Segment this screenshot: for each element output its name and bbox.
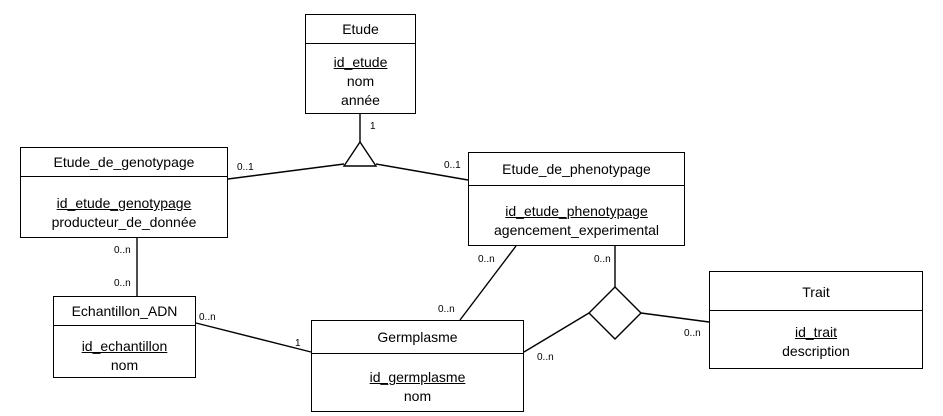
- entity-title: Etude_de_phenotypage: [469, 153, 684, 186]
- primary-key: id_etude_phenotypage: [505, 203, 648, 219]
- entity-title: Echantillon_ADN: [54, 297, 195, 326]
- entity-etude-de-genotypage[interactable]: Etude_de_genotypage id_etude_genotypage …: [20, 147, 228, 238]
- entity-echantillon-adn[interactable]: Echantillon_ADN id_echantillon nom: [53, 296, 196, 378]
- attribute: année: [341, 92, 380, 108]
- entity-title: Etude: [306, 15, 415, 44]
- entity-title: Trait: [710, 272, 922, 311]
- attribute: producteur_de_donnée: [51, 214, 197, 230]
- association-diamond: [588, 286, 642, 340]
- cardinality-genotypage-echantillon: 0..n: [114, 245, 131, 256]
- entity-trait[interactable]: Trait id_trait description: [709, 271, 923, 369]
- cardinality-phenotypage-triangle: 0..1: [444, 160, 461, 171]
- primary-key: id_trait: [794, 324, 838, 340]
- cardinality-germplasme-echantillon: 1: [295, 338, 301, 349]
- cardinality-germplasme-diamond: 0..n: [537, 352, 554, 363]
- cardinality-phenotypage-germplasme: 0..n: [478, 254, 495, 265]
- primary-key: id_etude: [333, 54, 388, 70]
- attribute: nom: [110, 357, 139, 373]
- cardinality-phenotypage-diamond: 0..n: [594, 254, 611, 265]
- line-echantillon-germplasme: [195, 322, 312, 353]
- attribute: agencement_experimental: [494, 222, 659, 238]
- line-genotypage-triangle: [227, 163, 345, 180]
- primary-key: id_echantillon: [81, 338, 168, 354]
- cardinality-etude-triangle: 1: [370, 121, 376, 132]
- entity-germplasme[interactable]: Germplasme id_germplasme nom: [311, 320, 524, 412]
- cardinality-genotypage-triangle: 0..1: [237, 162, 254, 173]
- primary-key: id_etude_genotypage: [56, 195, 192, 211]
- cardinality-germplasme-phenotypage: 0..n: [438, 304, 455, 315]
- attribute: nom: [403, 388, 432, 404]
- primary-key: id_germplasme: [369, 369, 466, 385]
- line-germplasme-diamond: [523, 312, 590, 353]
- cardinality-echantillon-germplasme: 0..n: [199, 312, 216, 323]
- entity-title: Etude_de_genotypage: [21, 148, 227, 177]
- line-phenotypage-germplasme: [459, 245, 517, 321]
- entity-etude[interactable]: Etude id_etude nom année: [305, 14, 416, 114]
- cardinality-trait-diamond: 0..n: [684, 328, 701, 339]
- attribute: description: [782, 343, 850, 359]
- entity-etude-de-phenotypage[interactable]: Etude_de_phenotypage id_etude_phenotypag…: [468, 152, 685, 246]
- attribute: nom: [346, 73, 375, 89]
- cardinality-echantillon-genotypage: 0..n: [114, 278, 131, 289]
- inheritance-triangle: [342, 140, 378, 167]
- line-trait-diamond: [640, 312, 710, 323]
- entity-title: Germplasme: [312, 321, 523, 354]
- line-phenotypage-triangle: [375, 163, 469, 181]
